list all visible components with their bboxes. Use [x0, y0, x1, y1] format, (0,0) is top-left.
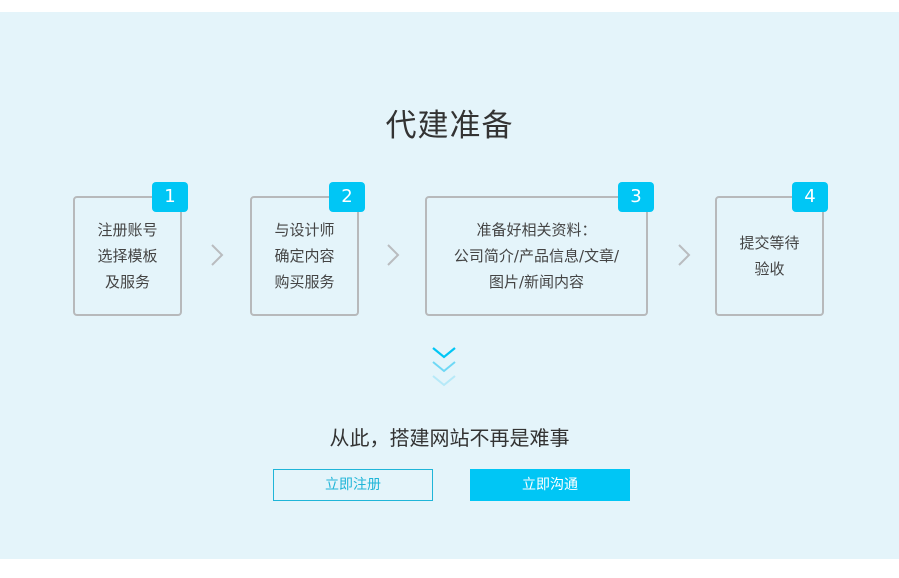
step-card-1: 1 注册账号 选择模板 及服务: [73, 182, 188, 316]
step-line: 验收: [754, 260, 785, 278]
slogan-text: 从此，搭建网站不再是难事: [329, 426, 570, 450]
chevron-right-icon: [387, 244, 400, 266]
step-line: 选择模板: [97, 247, 158, 265]
contact-button[interactable]: 立即沟通: [470, 469, 630, 501]
step-line: 确定内容: [274, 247, 335, 265]
triple-chevron-down-icon: [432, 347, 456, 387]
step-line: 购买服务: [274, 273, 335, 291]
step-line: 准备好相关资料：: [476, 221, 597, 239]
step-description: 准备好相关资料： 公司简介/产品信息/文章/ 图片/新闻内容: [454, 217, 619, 295]
step-description: 注册账号 选择模板 及服务: [97, 217, 157, 295]
step-number-badge: 4: [792, 182, 828, 212]
step-line: 公司简介/产品信息/文章/: [453, 247, 620, 265]
step-number-badge: 1: [152, 182, 188, 212]
step-number-badge: 2: [329, 182, 365, 212]
chevron-right-icon: [211, 244, 224, 266]
step-card-4: 4 提交等待 验收: [715, 182, 828, 316]
step-card-2: 2 与设计师 确定内容 购买服务: [250, 182, 365, 316]
process-section: 代建准备 1 注册账号 选择模板 及服务 2 与设计师 确定内容 购买服务 3 …: [0, 12, 899, 559]
step-line: 图片/新闻内容: [488, 273, 585, 291]
chevron-right-icon: [678, 244, 691, 266]
step-line: 与设计师: [274, 221, 335, 239]
section-title: 代建准备: [385, 108, 514, 144]
step-line: 注册账号: [97, 221, 158, 239]
step-description: 提交等待 验收: [739, 230, 799, 282]
step-number-badge: 3: [618, 182, 654, 212]
register-button[interactable]: 立即注册: [273, 469, 433, 501]
step-line: 提交等待: [739, 234, 800, 252]
step-card-3: 3 准备好相关资料： 公司简介/产品信息/文章/ 图片/新闻内容: [425, 182, 654, 316]
step-description: 与设计师 确定内容 购买服务: [274, 217, 334, 295]
step-line: 及服务: [104, 273, 150, 291]
